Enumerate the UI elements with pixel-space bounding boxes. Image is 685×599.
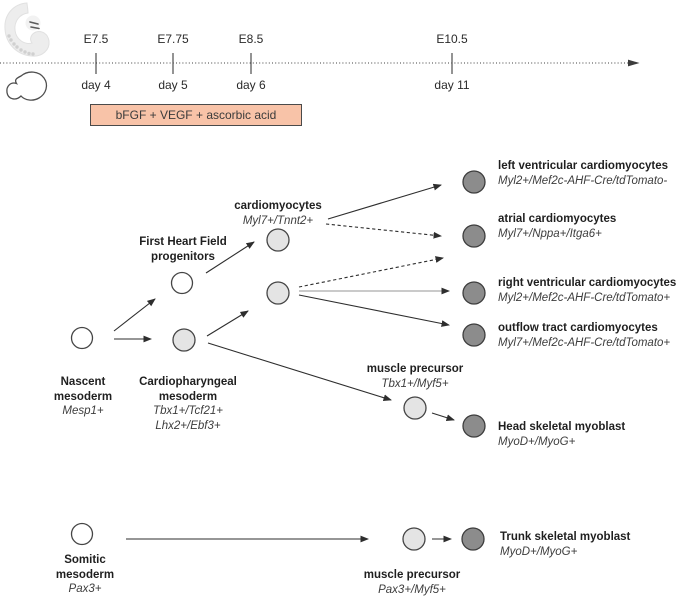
embryonic-stage-label: E10.5: [436, 32, 468, 46]
embryoid-body-icon: [6, 71, 48, 101]
node-head-muscle-precursor: [403, 396, 427, 420]
cell-nodes: [70, 170, 486, 551]
node-atrial-cardiomyocytes: [462, 224, 486, 248]
embryonic-stage-label: E8.5: [238, 32, 264, 46]
arrow-nascent-to-fhf: [113, 298, 156, 332]
node-somitic-mesoderm: [70, 522, 94, 546]
label-outflow-tract-cardiomyocytes: outflow tract cardiomyocytes Myl7+/Mef2c…: [498, 322, 671, 349]
label-head-muscle-precursor: muscle precursor Tbx1+/Myf5+: [366, 363, 464, 390]
arrow-cpm-to-shf-cardiomyocytes: [206, 310, 249, 337]
mouse-embryo-icon: [4, 2, 50, 57]
node-trunk-muscle-precursor: [402, 527, 426, 551]
culture-day-label: day 5: [158, 78, 188, 92]
embryonic-stage-label: E7.75: [157, 32, 189, 46]
label-atrial-cardiomyocytes: atrial cardiomyocytes Myl7+/Nppa+/Itga6+: [498, 213, 617, 240]
label-cardiopharyngeal-mesoderm: Cardiopharyngeal mesoderm Tbx1+/Tcf21+ L…: [139, 376, 237, 432]
culture-day-label: day 4: [81, 78, 111, 92]
timeline-arrowhead: [628, 59, 640, 67]
treatment-label: bFGF + VEGF + ascorbic acid: [115, 108, 277, 122]
label-left-ventricular-cardiomyocytes: left ventricular cardiomyocytes Myl2+/Me…: [498, 160, 669, 187]
lineage-arrows: [113, 183, 455, 543]
arrow-head-precursor-to-myoblast: [431, 412, 455, 421]
arrow-cpm-to-head-muscle-precursor: [207, 342, 392, 402]
timeline-ticks: [95, 53, 453, 74]
arrow-cm-to-left-ventricular: [327, 183, 442, 220]
label-cardiomyocytes: cardiomyocytes Myl7+/Tnnt2+: [234, 200, 322, 227]
label-somitic-mesoderm: Somitic mesoderm Pax3+: [55, 554, 115, 595]
label-trunk-muscle-precursor: muscle precursor Pax3+/Myf5+: [363, 569, 461, 596]
arrow-fhf-to-cardiomyocytes: [205, 241, 255, 274]
label-first-heart-field: First Heart Field progenitors: [139, 236, 227, 263]
label-head-skeletal-myoblast: Head skeletal myoblast MyoD+/MyoG+: [498, 421, 626, 448]
culture-day-label: day 6: [236, 78, 266, 92]
node-cardiopharyngeal-mesoderm: [172, 328, 196, 352]
culture-day-label: day 11: [434, 78, 470, 92]
node-trunk-skeletal-myoblast: [461, 527, 485, 551]
embryonic-stage-label: E7.5: [83, 32, 109, 46]
node-left-ventricular-cardiomyocytes: [462, 170, 486, 194]
node-head-skeletal-myoblast: [462, 414, 486, 438]
node-cardiomyocytes: [266, 228, 290, 252]
timeline-axis: [0, 53, 640, 74]
node-outflow-tract-cardiomyocytes: [462, 323, 486, 347]
node-right-ventricular-cardiomyocytes: [462, 281, 486, 305]
label-trunk-skeletal-myoblast: Trunk skeletal myoblast MyoD+/MyoG+: [500, 531, 631, 558]
node-nascent-mesoderm: [70, 326, 94, 350]
treatment-box: bFGF + VEGF + ascorbic acid: [90, 104, 302, 126]
label-right-ventricular-cardiomyocytes: right ventricular cardiomyocytes Myl2+/M…: [498, 277, 677, 304]
label-nascent-mesoderm: Nascent mesoderm Mesp1+: [53, 376, 113, 417]
node-first-heart-field: [170, 271, 194, 295]
dashed-arrow-shf-to-atrial: [298, 256, 444, 288]
node-shf-cardiomyocytes: [266, 281, 290, 305]
dashed-arrow-cm-to-atrial: [325, 223, 442, 239]
arrow-shf-to-outflow-tract: [298, 294, 450, 327]
